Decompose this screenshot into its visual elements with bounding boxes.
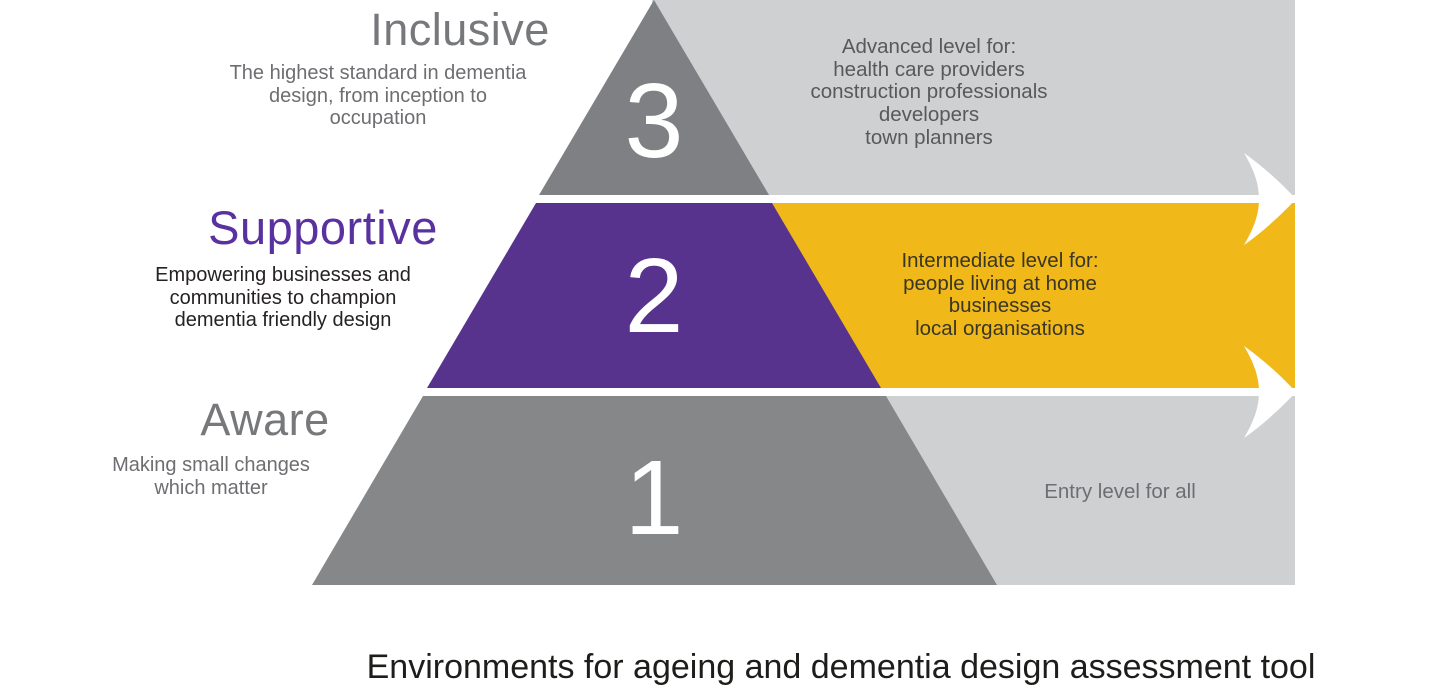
level-3-audience-line: health care providers: [833, 57, 1025, 81]
level-3-audience-line: construction professionals: [810, 80, 1048, 104]
level-1-description-line: which matter: [154, 476, 268, 499]
arrow-right-icon: [1244, 153, 1294, 245]
level-2-audience: Intermediate level for: people living at…: [850, 249, 1150, 341]
level-3-description: The highest standard in dementia design,…: [223, 62, 533, 130]
level-3-audience-line: developers: [878, 103, 980, 127]
level-3-band-shape: [652, 0, 1295, 195]
level-2-number: 2: [624, 237, 684, 355]
level-2-heading: Supportive: [208, 201, 438, 254]
level-3-heading: Inclusive: [370, 4, 550, 55]
pyramid-tier-2-shape: [427, 203, 881, 388]
pyramid-tier-1-shape: [312, 396, 997, 585]
pyramid-tier-3-shape: [539, 0, 769, 195]
level-2-audience-line: local organisations: [915, 317, 1085, 341]
level-2-audience-line: businesses: [948, 294, 1052, 318]
level-2-description: Empowering businesses and communities to…: [133, 264, 433, 332]
level-2-description-line: Empowering businesses and: [155, 264, 411, 286]
level-2-audience-line: people living at home: [903, 271, 1097, 295]
level-3-description-line: design, from inception to occupation: [269, 84, 487, 130]
level-3-audience-line: Advanced level for:: [841, 35, 1017, 58]
level-1-audience-line: Entry level for all: [1044, 480, 1196, 503]
level-3-audience: Advanced level for: health care provider…: [779, 35, 1079, 150]
level-1-description: Making small changes which matter: [61, 454, 361, 499]
level-3-number: 3: [624, 62, 684, 180]
level-1-number: 1: [624, 439, 684, 557]
level-2-audience-line: Intermediate level for:: [901, 249, 1099, 272]
level-2-description-line: communities to champion: [169, 286, 397, 309]
level-1-audience: Entry level for all: [1020, 480, 1220, 504]
level-3-description-line: The highest standard in dementia: [229, 62, 527, 84]
arrow-right-icon: [1244, 346, 1294, 438]
level-1-description-line: Making small changes: [112, 454, 310, 476]
level-2-description-line: dementia friendly design: [174, 309, 392, 331]
level-1-heading: Aware: [200, 394, 330, 445]
level-3-audience-line: town planners: [865, 125, 993, 149]
diagram-caption: Environments for ageing and dementia des…: [366, 648, 1316, 686]
